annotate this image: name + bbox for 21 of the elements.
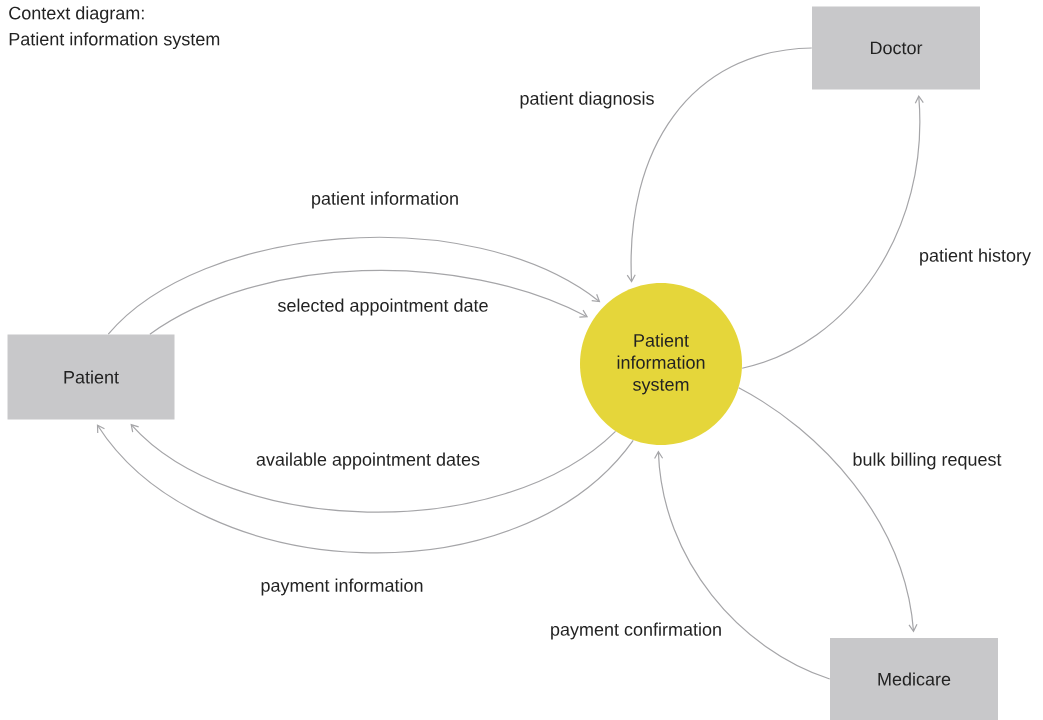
- arrow: [626, 47, 813, 283]
- edge-label: selected appointment date: [275, 296, 491, 318]
- arrow: [130, 423, 617, 513]
- entity-box: Patient: [7, 334, 175, 420]
- entity-box: Medicare: [830, 638, 998, 720]
- edge-label: patient diagnosis: [517, 89, 657, 111]
- edge-label: bulk billing request: [850, 450, 1004, 472]
- arrow: [149, 270, 589, 335]
- diagram-subtitle: Patient information system: [9, 32, 220, 50]
- arrow: [107, 236, 601, 335]
- arrow: [96, 424, 634, 554]
- diagram-title: Context diagram:: [9, 6, 144, 24]
- arrow: [738, 387, 918, 633]
- arrow: [741, 95, 924, 369]
- edge-label: payment confirmation: [547, 620, 725, 642]
- edge-label: available appointment dates: [253, 450, 483, 472]
- entity-box: Doctor: [812, 6, 980, 90]
- arrow: [654, 450, 831, 680]
- edge-label: patient information: [308, 189, 462, 211]
- edge-label: payment information: [258, 576, 426, 598]
- edge-label: patient history: [916, 246, 1034, 268]
